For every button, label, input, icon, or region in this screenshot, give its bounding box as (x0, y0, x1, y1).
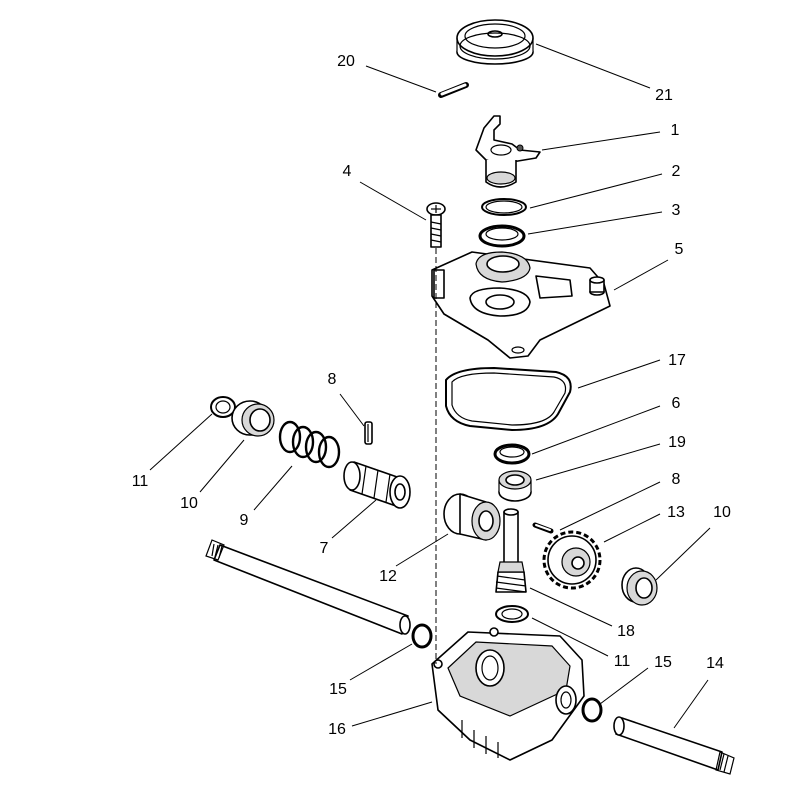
leader-line-15b (599, 667, 649, 705)
leader-line-10a (199, 439, 245, 493)
callout-label-19: 19 (668, 434, 686, 451)
leader-line-2 (529, 173, 663, 209)
part-circlip (481, 198, 527, 216)
leader-line-6 (531, 405, 661, 455)
leader-line-5 (613, 259, 669, 291)
leader-line-1 (541, 131, 661, 151)
leader-line-21 (535, 43, 651, 89)
leader-line-7 (331, 499, 377, 539)
part-o-ring-left (411, 623, 433, 649)
callout-label-1: 1 (671, 122, 680, 139)
leader-line-12 (395, 533, 449, 567)
callout-label-9: 9 (240, 512, 249, 529)
part-bushing (498, 470, 532, 502)
leader-lines (149, 43, 711, 729)
leader-line-20 (365, 65, 437, 93)
part-dog-clutch (443, 493, 501, 541)
part-gasket (445, 366, 572, 432)
callout-label-15b: 15 (654, 654, 672, 671)
callout-label-12: 12 (379, 568, 397, 585)
part-gear-housing (431, 627, 585, 761)
part-spring (278, 420, 341, 469)
part-screw (426, 202, 446, 248)
leader-line-8b (559, 481, 661, 531)
leader-line-11b (531, 617, 609, 657)
leader-line-18 (529, 587, 613, 627)
callout-label-21: 21 (655, 87, 673, 104)
callout-label-16: 16 (328, 721, 346, 738)
part-roll-pin-lower (532, 522, 554, 534)
part-pulley (456, 19, 534, 65)
part-seal-ring-upper (478, 224, 526, 248)
leader-line-4 (359, 181, 427, 221)
leader-line-15a (349, 643, 413, 681)
leader-line-14 (673, 679, 709, 729)
leader-line-19 (535, 443, 661, 481)
callout-label-17: 17 (668, 352, 686, 369)
part-bearing-left (231, 400, 275, 437)
callout-label-10a: 10 (180, 495, 198, 512)
part-worm-shaft (495, 508, 527, 593)
part-axle-left (205, 539, 411, 635)
part-bearing-right (621, 567, 658, 606)
part-roll-pin-top (438, 82, 469, 98)
part-splined-sleeve (343, 461, 411, 509)
callout-label-8a: 8 (328, 371, 337, 388)
leader-line-8a (339, 393, 365, 427)
callout-label-11a: 11 (132, 473, 149, 490)
part-axle-right (613, 716, 735, 775)
callout-label-3: 3 (672, 202, 681, 219)
callout-label-5: 5 (675, 241, 684, 258)
part-worm-gear (542, 530, 602, 590)
callout-label-20: 20 (337, 53, 355, 70)
part-washer-left (210, 396, 236, 418)
callout-label-2: 2 (672, 163, 681, 180)
part-shift-lever (475, 115, 541, 188)
part-o-ring-right (581, 697, 603, 723)
callout-label-8b: 8 (672, 471, 681, 488)
callout-label-13: 13 (667, 504, 685, 521)
callout-label-14: 14 (706, 655, 724, 672)
callout-label-11b: 11 (614, 653, 631, 670)
part-washer-lower (495, 605, 529, 623)
callout-label-18: 18 (617, 623, 635, 640)
part-seal-ring-middle (493, 443, 531, 465)
leader-line-17 (577, 359, 661, 389)
callout-label-15a: 15 (329, 681, 347, 698)
leader-line-3 (527, 211, 663, 235)
callout-label-7: 7 (320, 540, 329, 557)
part-top-cover (431, 251, 611, 359)
part-roll-pin-middle (364, 421, 373, 445)
leader-line-16 (351, 701, 433, 727)
callout-label-4: 4 (343, 163, 352, 180)
leader-line-11a (149, 413, 213, 471)
leader-line-10b (655, 527, 711, 581)
callout-label-6: 6 (672, 395, 681, 412)
callout-label-10b: 10 (713, 504, 731, 521)
leader-line-9 (253, 465, 293, 511)
leader-line-13 (603, 513, 661, 543)
